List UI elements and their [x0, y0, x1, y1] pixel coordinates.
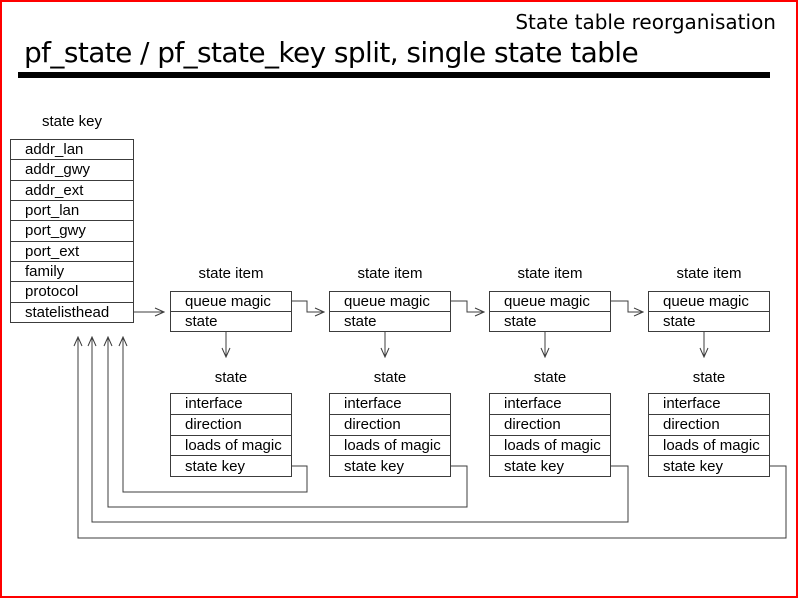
state-item-box-4: queue magic state	[648, 291, 770, 332]
state-item-box-3: queue magic state	[489, 291, 611, 332]
page-title: pf_state / pf_state_key split, single st…	[24, 36, 639, 69]
state-row-loads-of-magic: loads of magic	[330, 434, 450, 456]
state-key-row-port-ext: port_ext	[11, 240, 133, 261]
state-row-state-key: state key	[330, 455, 450, 476]
state-key-table: addr_lan addr_gwy addr_ext port_lan port…	[10, 139, 134, 323]
state-item-box-1: queue magic state	[170, 291, 292, 332]
state-key-row-port-lan: port_lan	[11, 199, 133, 220]
state-item-row-queue-magic: queue magic	[504, 293, 590, 310]
state-label-3: state	[533, 369, 567, 386]
state-row-interface: interface	[344, 395, 402, 413]
state-key-table-label: state key	[41, 113, 103, 130]
state-row-direction: direction	[171, 413, 291, 435]
state-row-loads-of-magic: loads of magic	[649, 434, 769, 456]
state-key-row-addr-ext: addr_ext	[11, 179, 133, 200]
state-key-row-addr-gwy: addr_gwy	[11, 159, 133, 179]
state-key-row-protocol: protocol	[11, 281, 133, 301]
state-row-interface: interface	[185, 395, 243, 413]
state-item-row-state: state	[490, 311, 610, 331]
state-item-label-3: state item	[517, 265, 583, 282]
state-item-label-2: state item	[357, 265, 423, 282]
state-row-loads-of-magic: loads of magic	[171, 434, 291, 456]
state-key-row-statelisthead: statelisthead	[11, 301, 133, 322]
state-item-row-state: state	[649, 311, 769, 331]
state-row-loads-of-magic: loads of magic	[490, 434, 610, 456]
state-row-state-key: state key	[171, 455, 291, 476]
state-label-1: state	[214, 369, 248, 386]
state-box-1: interface direction loads of magic state…	[170, 393, 292, 477]
state-label-2: state	[373, 369, 407, 386]
state-row-state-key: state key	[649, 455, 769, 476]
state-item-row-queue-magic: queue magic	[185, 293, 271, 310]
state-key-row-addr-lan: addr_lan	[25, 141, 84, 159]
state-key-row-port-gwy: port_gwy	[11, 220, 133, 240]
state-row-interface: interface	[663, 395, 721, 413]
state-box-4: interface direction loads of magic state…	[648, 393, 770, 477]
title-underline-rule	[18, 72, 770, 78]
state-item-row-queue-magic: queue magic	[663, 293, 749, 310]
state-row-direction: direction	[330, 413, 450, 435]
state-item-box-2: queue magic state	[329, 291, 451, 332]
state-item-row-state: state	[330, 311, 450, 331]
state-key-row-family: family	[11, 260, 133, 281]
state-item-label-4: state item	[676, 265, 742, 282]
state-item-row-queue-magic: queue magic	[344, 293, 430, 310]
connector-item3-to-item4	[611, 300, 643, 312]
state-box-2: interface direction loads of magic state…	[329, 393, 451, 477]
state-row-state-key: state key	[490, 455, 610, 476]
state-box-3: interface direction loads of magic state…	[489, 393, 611, 477]
state-row-interface: interface	[504, 395, 562, 413]
connector-item2-to-item3	[451, 300, 484, 312]
connector-item1-to-item2	[292, 300, 324, 312]
state-row-direction: direction	[649, 413, 769, 435]
state-label-4: state	[692, 369, 726, 386]
state-row-direction: direction	[490, 413, 610, 435]
state-item-label-1: state item	[198, 265, 264, 282]
state-item-row-state: state	[171, 311, 291, 331]
slide-header: State table reorganisation	[515, 10, 776, 34]
